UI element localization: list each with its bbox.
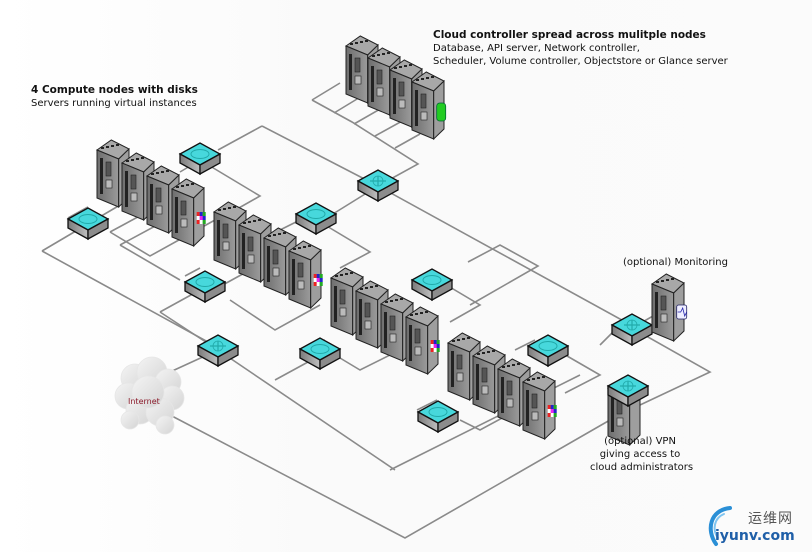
- compute-nodes-subtitle: Servers running virtual instances: [31, 98, 197, 109]
- compute-server: [170, 178, 206, 248]
- link: [261, 125, 379, 187]
- compute-nodes-label: 4 Compute nodes with disks Servers runni…: [31, 84, 198, 110]
- monitoring-server: [650, 273, 688, 343]
- link: [377, 185, 641, 331]
- switch-device: [66, 207, 110, 241]
- network-devices: [66, 35, 688, 447]
- compute-server: [287, 240, 323, 310]
- switch-device: [298, 337, 342, 371]
- watermark-logo-icon: [708, 506, 732, 546]
- link: [184, 267, 201, 277]
- internet-label: Internet: [128, 397, 160, 406]
- link: [467, 244, 540, 306]
- switch-device: [178, 142, 222, 176]
- link: [631, 327, 712, 406]
- cloud-controller-line1: Database, API server, Network controller…: [433, 43, 640, 54]
- controller-server: [410, 71, 447, 141]
- cloud-controller-label: Cloud controller spread across mulitple …: [433, 29, 728, 68]
- vpn-line1: (optional) VPN: [604, 436, 676, 447]
- vpn-line2: giving access to: [599, 449, 681, 460]
- link: [229, 299, 321, 331]
- cloud-controller-title: Cloud controller spread across mulitple …: [433, 29, 706, 41]
- router-core: [356, 169, 400, 203]
- controller-link: [311, 82, 341, 101]
- switch-device: [294, 202, 338, 236]
- watermark: 运维网 iyunv.com: [700, 500, 810, 550]
- controller-link: [374, 119, 405, 137]
- link: [199, 159, 262, 214]
- link: [514, 339, 536, 351]
- link: [217, 125, 263, 151]
- internet-cloud-icon: [114, 356, 185, 435]
- router-monitoring: [610, 313, 654, 347]
- cloud-controller-line2: Scheduler, Volume controller, Objectstor…: [433, 56, 728, 67]
- switch-device: [410, 268, 454, 302]
- controller-link: [353, 107, 383, 125]
- monitoring-label: (optional) Monitoring: [623, 257, 728, 268]
- watermark-en-text: iyunv.com: [715, 528, 795, 544]
- link: [416, 399, 438, 411]
- link: [67, 206, 89, 219]
- switch-device: [183, 270, 227, 304]
- controller-bus: [311, 99, 420, 187]
- vpn-line3: cloud administrators: [590, 462, 694, 473]
- link: [319, 221, 372, 269]
- compute-server: [521, 371, 557, 441]
- switch-device: [526, 334, 570, 368]
- switch-device: [416, 400, 460, 434]
- controller-link: [394, 133, 421, 149]
- internet-vpn-link: [169, 414, 611, 539]
- vpn-router-top: [606, 374, 650, 408]
- vpn-label: (optional) VPN giving access to cloud ad…: [590, 435, 694, 474]
- watermark-cn-text: 运维网: [748, 511, 793, 527]
- compute-server: [404, 306, 440, 376]
- compute-nodes-title: 4 Compute nodes with disks: [31, 84, 198, 96]
- link: [217, 349, 396, 471]
- link: [119, 244, 181, 281]
- router-edge: [196, 334, 240, 368]
